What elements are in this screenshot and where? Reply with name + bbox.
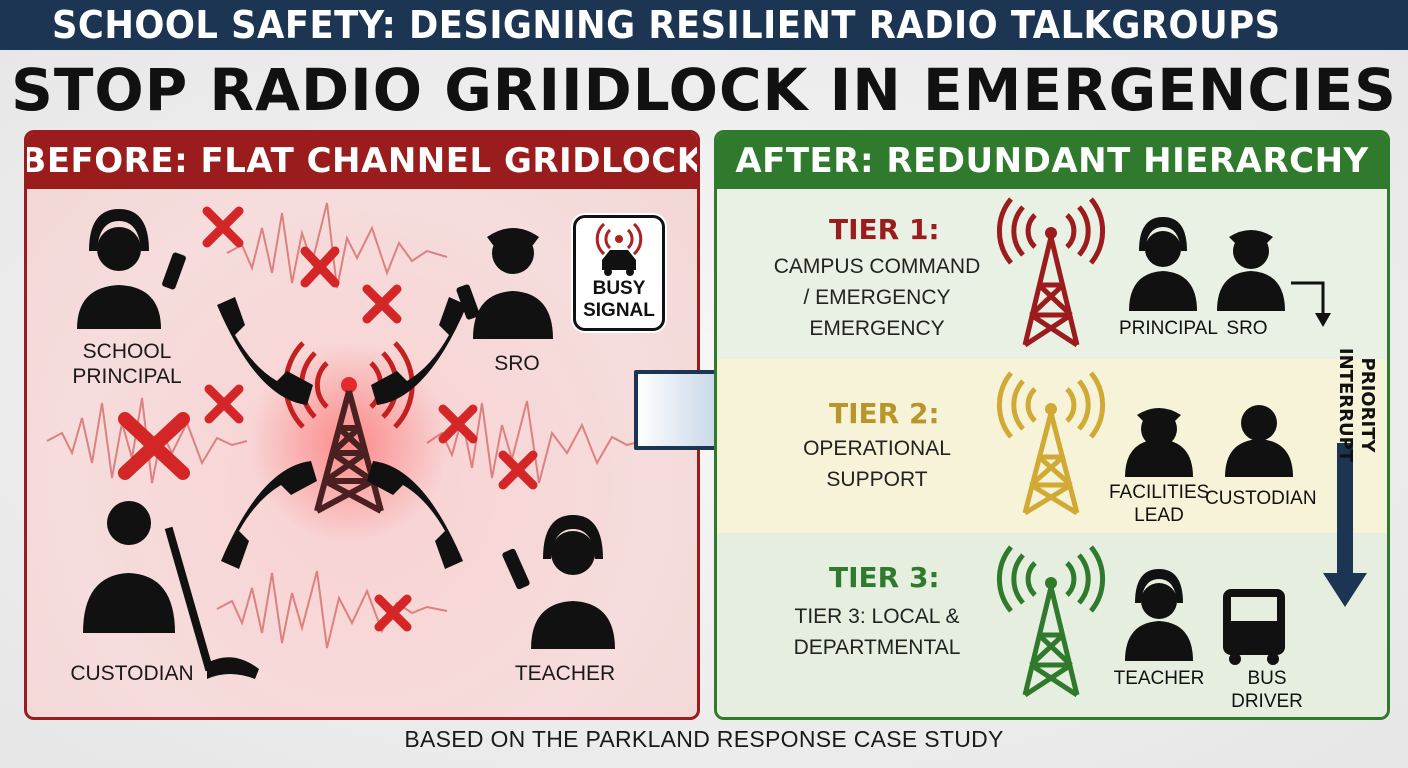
- top-banner: SCHOOL SAFETY: DESIGNING RESILIENT RADIO…: [0, 0, 1408, 50]
- after-panel: AFTER: REDUNDANT HIERARCHY TIER 1: CAMPU…: [714, 130, 1390, 720]
- busy-radio-icon: [595, 222, 643, 276]
- tier-2-title: TIER 2:: [829, 397, 940, 430]
- tier-1-people: [1129, 217, 1285, 311]
- tier-2-desc: OPERATIONAL SUPPORT: [803, 437, 951, 491]
- tier-2-tower: [996, 371, 1106, 516]
- static-wave-right: [426, 400, 643, 484]
- sro-figure: [456, 228, 553, 339]
- busy-signal-badge: BUSY SIGNAL: [573, 215, 665, 331]
- tier-1-tower: [996, 197, 1106, 348]
- x-marks: [118, 206, 538, 632]
- priority-interrupt-arrow: [1291, 281, 1367, 607]
- tier-illustrations: [996, 197, 1367, 698]
- tier-2-people: [1125, 405, 1293, 477]
- static-wave-top: [226, 202, 448, 289]
- tier-2-person-custodian: CUSTODIAN: [1205, 488, 1317, 509]
- tier-3-tower: [996, 545, 1106, 698]
- headline: STOP RADIO GRIIDLOCK IN EMERGENCIES: [11, 56, 1397, 124]
- gridlock-illustration: [46, 202, 643, 679]
- static-wave-bottom: [216, 570, 448, 649]
- tier-3-people: [1125, 569, 1285, 665]
- tier-1-desc: CAMPUS COMMAND / EMERGENCY EMERGENCY: [773, 255, 981, 340]
- banner-title: SCHOOL SAFETY: DESIGNING RESILIENT RADIO…: [52, 3, 1281, 47]
- priority-interrupt-label: PRIORITY INTERRUPT: [1335, 347, 1378, 463]
- tier-3-desc: TIER 3: LOCAL & DEPARTMENTAL: [793, 605, 961, 659]
- principal-figure: [77, 209, 186, 329]
- tier-3-title: TIER 3:: [829, 561, 940, 594]
- tier-1-title: TIER 1:: [829, 213, 940, 246]
- tier-1-person-principal: PRINCIPAL: [1119, 318, 1218, 339]
- tier-3-person-bus-driver: BUS DRIVER: [1231, 668, 1303, 712]
- custodian-figure: [83, 501, 259, 679]
- tier-3-person-teacher: TEACHER: [1113, 668, 1205, 689]
- label-teacher: TEACHER: [514, 662, 616, 685]
- before-header: BEFORE: FLAT CHANNEL GRIDLOCK: [27, 133, 697, 189]
- tier-1-person-sro: SRO: [1226, 318, 1268, 339]
- central-tower: [314, 390, 384, 514]
- before-panel: BEFORE: FLAT CHANNEL GRIDLOCK: [24, 130, 700, 720]
- radio-handsets: [217, 297, 467, 569]
- busy-label-line2: SIGNAL: [583, 300, 655, 321]
- footer-source: BASED ON THE PARKLAND RESPONSE CASE STUD…: [404, 726, 1004, 752]
- after-header: AFTER: REDUNDANT HIERARCHY: [717, 133, 1387, 189]
- label-school-principal: SCHOOL PRINCIPAL: [72, 340, 182, 388]
- busy-label-line1: BUSY: [592, 278, 646, 299]
- tier-2-person-facilities-lead: FACILITIES LEAD: [1109, 482, 1210, 526]
- teacher-figure: [502, 515, 615, 649]
- label-custodian: CUSTODIAN: [70, 662, 194, 685]
- label-sro: SRO: [494, 352, 540, 375]
